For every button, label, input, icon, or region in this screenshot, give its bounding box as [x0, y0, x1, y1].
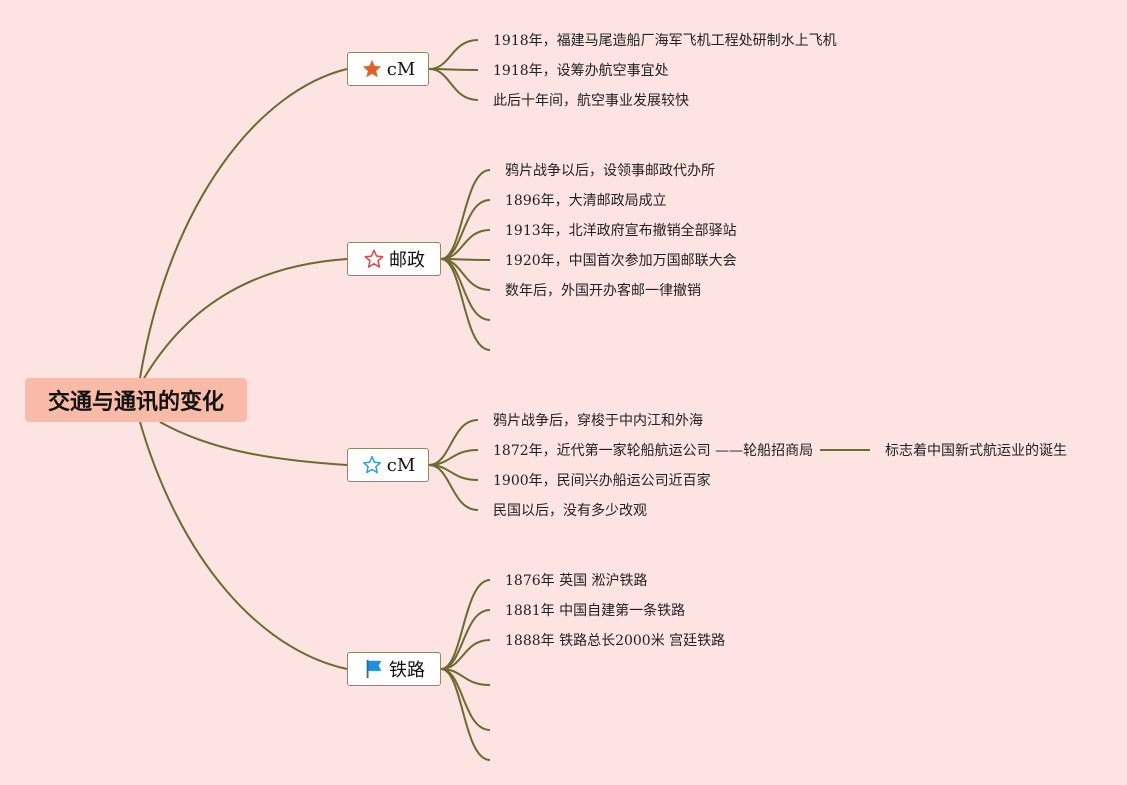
list-item: 数年后，外国开办客邮一律撤销 — [505, 283, 701, 299]
list-item: 民国以后，没有多少改观 — [493, 503, 647, 519]
branch-topic-shipping[interactable]: cM — [347, 448, 429, 482]
connector-branch-leaf — [428, 39, 479, 70]
branch-topic-postal[interactable]: 邮政 — [347, 242, 441, 276]
connector-branch-leaf — [428, 464, 479, 511]
connector-branch-leaf — [440, 579, 491, 670]
list-item: 此后十年间，航空事业发展较快 — [493, 93, 689, 109]
flag-blue-icon — [363, 658, 385, 680]
branch-topic-label: cM — [386, 454, 416, 476]
star-filled-orange-icon — [361, 58, 383, 80]
list-item: 1876年 英国 淞沪铁路 — [505, 573, 648, 589]
branch-topic-aviation[interactable]: cM — [347, 52, 429, 86]
list-item: 1918年，福建马尾造船厂海军飞机工程处研制水上飞机 — [493, 33, 837, 49]
connector-branch-leaf — [440, 169, 491, 260]
connector-branch-leaf — [440, 639, 491, 670]
branch-topic-railway[interactable]: 铁路 — [347, 652, 441, 686]
list-item: 鸦片战争以后，设领事邮政代办所 — [505, 163, 715, 179]
star-outline-blue-icon — [361, 454, 383, 476]
list-item: 1918年，设筹办航空事宜处 — [493, 63, 669, 79]
root-topic-label: 交通与通讯的变化 — [47, 390, 224, 415]
list-item: 1900年，民间兴办船运公司近百家 — [493, 473, 711, 489]
branch-topic-label: cM — [386, 58, 416, 80]
connector-root-branch — [139, 421, 348, 670]
root-topic[interactable]: 交通与通讯的变化 — [25, 378, 247, 422]
connector-root-branch — [139, 68, 348, 379]
sub-note: 标志着中国新式航运业的诞生 — [885, 443, 1067, 459]
connector-branch-leaf — [440, 199, 491, 260]
branch-topic-label: 铁路 — [389, 660, 425, 681]
list-item: 1888年 铁路总长2000米 宫廷铁路 — [505, 633, 726, 649]
star-outline-red-icon — [363, 248, 385, 270]
connector-root-branch — [142, 258, 348, 381]
connector-branch-leaf — [440, 609, 491, 670]
list-item: 1872年，近代第一家轮船航运公司 ——轮船招商局 — [493, 443, 814, 459]
branch-topic-label: 邮政 — [389, 250, 425, 271]
connector-branch-leaf — [440, 258, 491, 351]
list-item: 1881年 中国自建第一条铁路 — [505, 603, 686, 619]
connector-branch-leaf — [428, 419, 479, 466]
list-item: 1896年，大清邮政局成立 — [505, 193, 667, 209]
list-item: 鸦片战争后，穿梭于中内江和外海 — [493, 413, 703, 429]
connector-branch-leaf — [440, 668, 491, 761]
connector-root-branch — [159, 421, 348, 466]
list-item: 1920年，中国首次参加万国邮联大会 — [505, 253, 737, 269]
list-item: 1913年，北洋政府宣布撤销全部驿站 — [505, 223, 737, 239]
connector-branch-leaf — [428, 68, 479, 101]
